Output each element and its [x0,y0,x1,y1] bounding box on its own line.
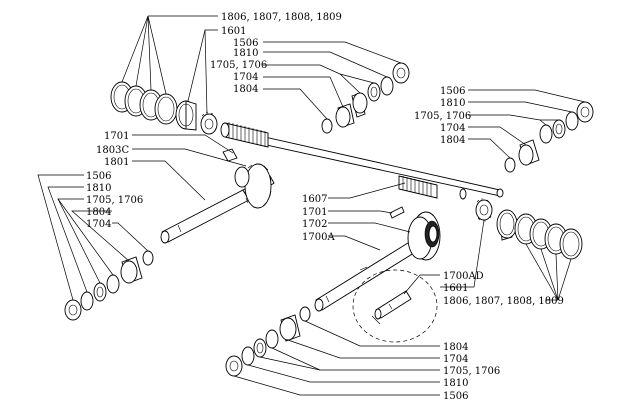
label-bottom-1804: 1804 [443,342,468,353]
label-bottom-1810: 1810 [443,378,468,389]
right-bushing-and-rings [496,209,583,260]
upper-worm-shaft [220,122,504,200]
label-top-left-1806: 1806, 1807, 1808, 1809 [221,12,342,23]
label-top-1810: 1810 [233,48,258,59]
label-left-1704: 1704 [86,219,111,230]
label-bottom-1705: 1705, 1706 [443,366,500,377]
label-left-1803c: 1803C [96,145,129,156]
label-right-1601: 1601 [443,283,468,294]
part-labels: 1806, 1807, 1808, 1809 1601 1506 1810 17… [86,12,564,402]
top-left-bushing [175,100,197,131]
label-center-1702: 1702 [302,219,327,230]
label-center-1700a: 1700A [302,232,335,243]
upper-shaft-right-rings [321,62,410,134]
label-right-1804: 1804 [440,135,465,146]
label-center-1701: 1701 [302,207,327,218]
label-right-1506: 1506 [440,86,465,97]
label-right-1704: 1704 [440,123,465,134]
left-lower-rings [64,250,154,321]
right-gear-1601 [475,198,493,222]
bottom-rings [225,306,311,377]
label-left-1705: 1705, 1706 [86,195,143,206]
top-left-gear-1601 [200,111,218,135]
label-top-1804: 1804 [233,84,258,95]
label-bottom-1506: 1506 [443,391,468,402]
label-top-1506: 1506 [233,38,258,49]
label-center-1607: 1607 [302,194,327,205]
label-left-1506: 1506 [86,171,111,182]
label-top-1704: 1704 [233,72,258,83]
right-cluster-rings [504,101,594,173]
detail-callout-1700ad [352,269,438,343]
label-left-1804: 1804 [86,207,111,218]
label-left-1810: 1810 [86,183,111,194]
label-1700ad: 1700AD [443,271,484,282]
top-left-snap-rings [110,81,178,125]
label-left-1701: 1701 [104,131,129,142]
left-shaft-1801 [160,148,275,244]
label-top-left-1601: 1601 [221,26,246,37]
label-bottom-1704: 1704 [443,354,468,365]
main-shaft-1700a [314,206,441,312]
label-left-1801: 1801 [104,157,129,168]
leader-lines [37,15,586,396]
label-right-1705: 1705, 1706 [414,111,471,122]
label-right-1806: 1806, 1807, 1808, 1809 [443,296,564,307]
label-top-1705: 1705, 1706 [210,60,267,71]
label-right-1810: 1810 [440,98,465,109]
